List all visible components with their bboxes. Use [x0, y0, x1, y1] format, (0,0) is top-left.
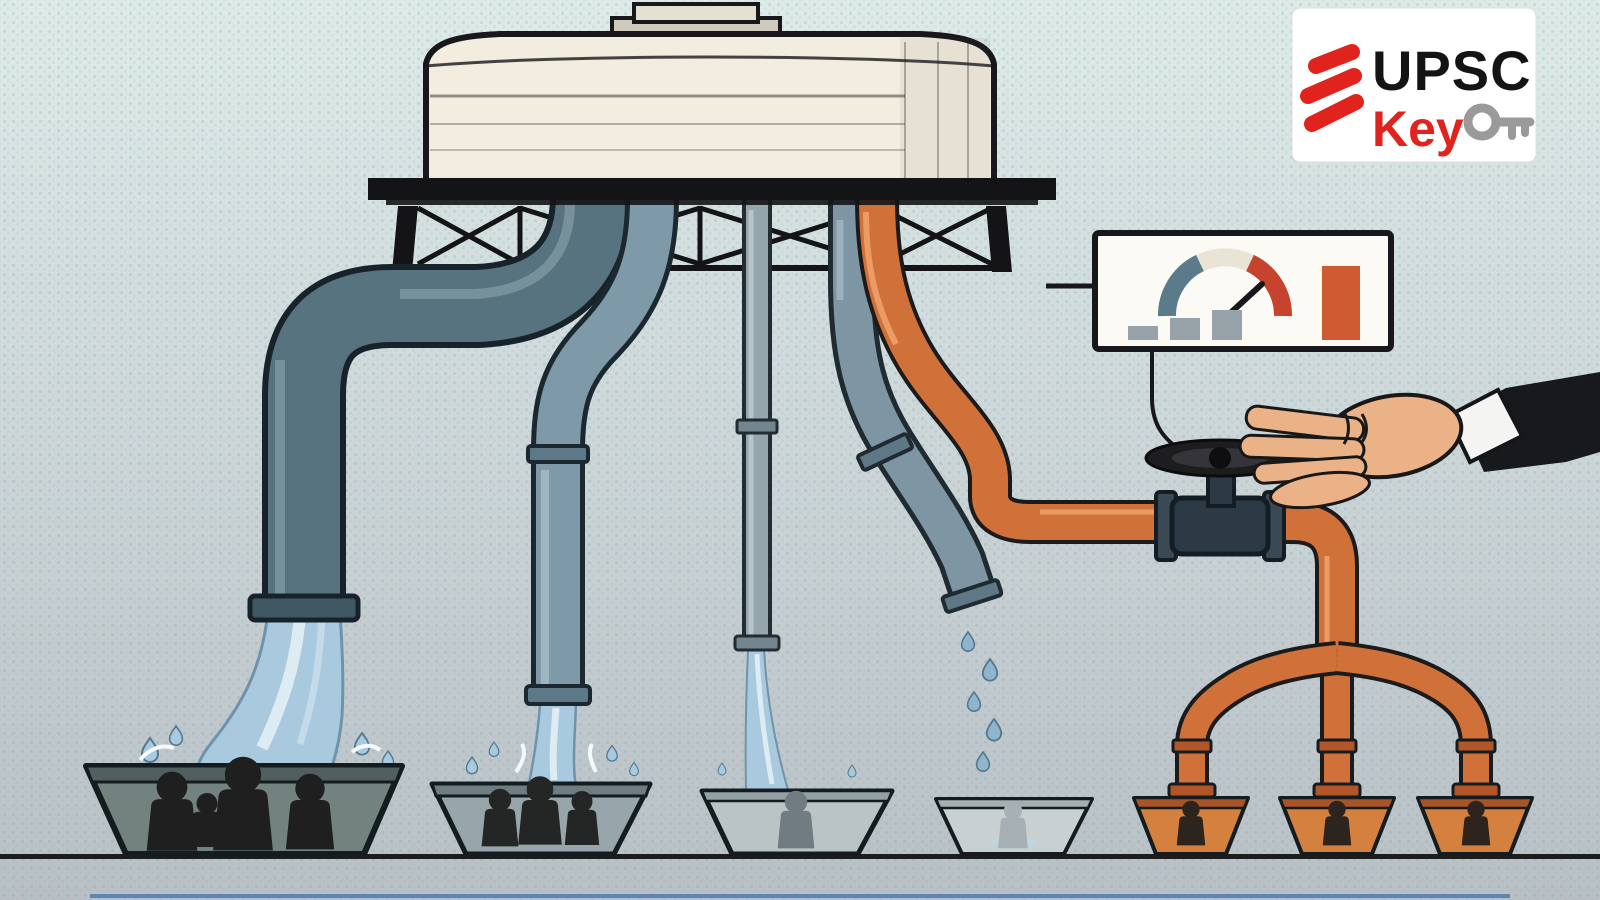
water-stream-1 [138, 610, 395, 774]
bottom-blue-strip [90, 894, 1510, 898]
logo-card: UPSC Key [1291, 7, 1537, 163]
pipe-4-coupling [856, 432, 914, 472]
basin-7-orange [1416, 796, 1534, 856]
gauge-arc-low [1157, 254, 1205, 317]
water-stream-2 [465, 702, 639, 790]
pipe-2-coupling [526, 444, 590, 464]
gauge-bar [1128, 326, 1158, 340]
logo-product-text: Key [1372, 101, 1464, 157]
pipe-1-widest [247, 194, 634, 623]
tank-cap [632, 2, 760, 24]
gauge-panel [1092, 230, 1394, 352]
pipe-2-wide [524, 197, 679, 706]
basin-5-orange [1132, 796, 1250, 856]
finger [1244, 404, 1366, 443]
branch-flange-right [1451, 782, 1501, 799]
platform [368, 178, 1056, 205]
gauge-arc-mid [1196, 248, 1254, 272]
water-tank [423, 2, 997, 185]
key-icon [1463, 103, 1535, 141]
valve-handwheel-hub [1209, 447, 1231, 469]
basin-4 [934, 797, 1094, 856]
knuckle-creases [1342, 411, 1368, 445]
indian-express-mark-icon [1300, 44, 1364, 132]
pipe-4-mouth-flange [940, 578, 1004, 614]
branch-coupling-left [1171, 738, 1213, 754]
branch-coupling-center [1316, 738, 1358, 754]
branch-coupling-right [1455, 738, 1497, 754]
logo-brand-text: UPSC [1372, 39, 1532, 102]
hand-turning-valve [1238, 372, 1600, 510]
branch-flange-center [1312, 782, 1362, 799]
pipe-3-thin [733, 198, 781, 652]
basin-3 [699, 788, 895, 857]
gauge-bar [1322, 266, 1360, 340]
basin-2 [429, 776, 653, 857]
basin-6-orange [1278, 796, 1396, 856]
shirt-cuff [1445, 387, 1525, 465]
pipe-2-mouth-flange [524, 684, 592, 706]
gauge [1092, 230, 1394, 352]
pipe-1-mouth-flange [247, 593, 361, 623]
branch-flange-left [1167, 782, 1217, 799]
thumb [1269, 470, 1371, 510]
gauge-bar [1170, 318, 1200, 340]
water-stream-3 [717, 649, 857, 791]
pipe-3-coupling [735, 418, 779, 435]
basin-1 [83, 756, 405, 857]
water-drips [960, 631, 1016, 822]
pipe-3-mouth-flange [733, 634, 781, 652]
finger [1238, 433, 1366, 463]
trestle-support [392, 205, 1012, 272]
pipe-5-orange [855, 197, 1501, 799]
pipe-4-dripping [828, 198, 1004, 614]
gauge-arc-high [1245, 254, 1293, 317]
tank-body [423, 31, 997, 185]
gauge-bar [1212, 310, 1242, 340]
